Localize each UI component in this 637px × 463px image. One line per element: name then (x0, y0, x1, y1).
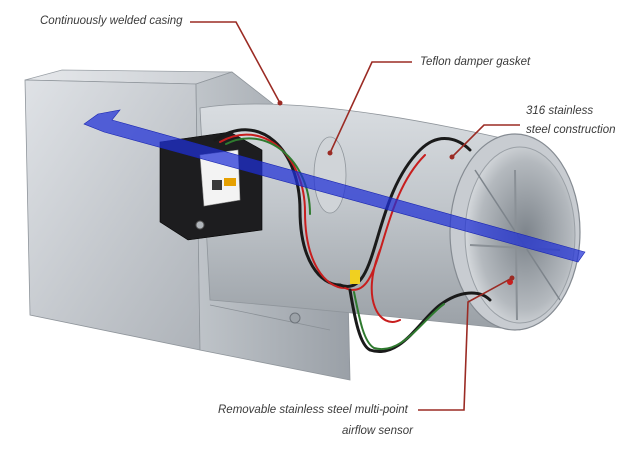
leader-lines (190, 21, 520, 411)
leader-dot (327, 150, 333, 156)
callout-construction-line2: steel construction (526, 124, 616, 136)
cable-bundle-icon (213, 128, 492, 354)
callout-sensor-line2: airflow sensor (342, 425, 413, 437)
leader-gasket (329, 61, 412, 154)
callout-construction-line1: 316 stainless (526, 105, 594, 117)
cable-connector (350, 270, 360, 284)
round-duct (199, 103, 581, 331)
leader-sensor (418, 277, 513, 411)
gasket-band (313, 136, 347, 214)
leader-casing (190, 21, 281, 104)
casing-drain-plug (289, 312, 301, 324)
leader-dot (449, 154, 455, 160)
callout-gasket: Teflon damper gasket (420, 56, 531, 68)
leader-construction (451, 124, 520, 158)
airflow-arrow-icon (83, 109, 586, 263)
leader-dot (277, 100, 283, 106)
callout-casing: Continuously welded casing (40, 15, 183, 27)
casing-seam (209, 304, 331, 331)
leader-dot (509, 275, 515, 281)
callout-sensor-line1: Removable stainless steel multi-point (218, 404, 408, 416)
